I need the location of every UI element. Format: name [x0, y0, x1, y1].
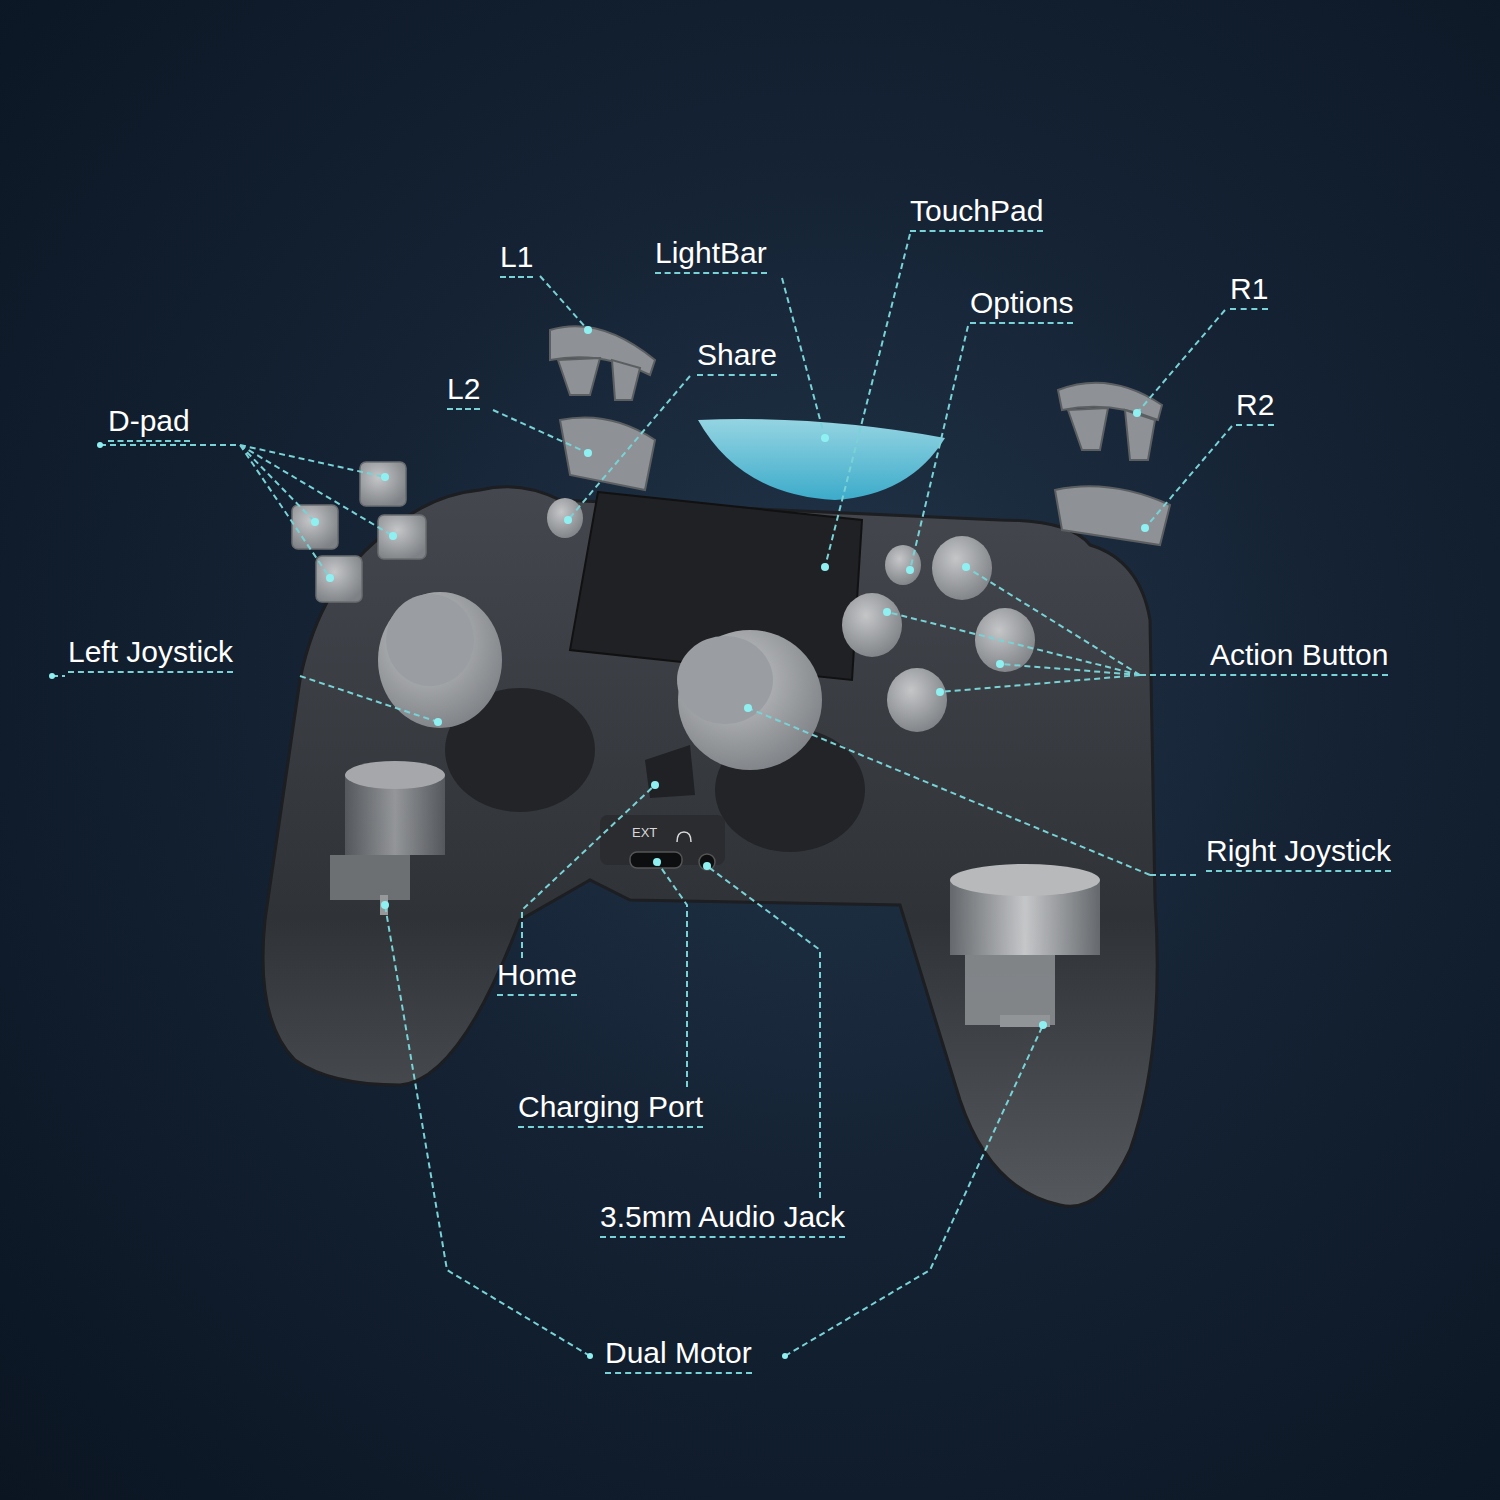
part-label: L1: [500, 240, 533, 278]
right-joystick: [678, 630, 822, 770]
part-label: R1: [1230, 272, 1268, 310]
shoulder-buttons: [550, 326, 1170, 545]
options-button: [885, 545, 921, 585]
part-label: 3.5mm Audio Jack: [600, 1200, 845, 1238]
left-joystick-top: [386, 594, 474, 686]
share-button: [547, 498, 583, 538]
port-marking: EXT: [632, 826, 657, 840]
part-label: L2: [447, 372, 480, 410]
part-label: Dual Motor: [605, 1336, 752, 1374]
right-joystick-top: [677, 636, 773, 724]
headphone-icon: [677, 832, 691, 842]
part-label: Action Button: [1210, 638, 1388, 676]
part-label: TouchPad: [910, 194, 1043, 232]
part-label: D-pad: [108, 404, 190, 442]
part-label: Right Joystick: [1206, 834, 1391, 872]
motor: [330, 761, 445, 915]
action-buttons: [842, 536, 1035, 732]
lightbar: [698, 419, 945, 500]
controller-body: [263, 487, 1157, 1207]
leader-dots: [49, 326, 1149, 1359]
home-button: [645, 745, 695, 798]
part-label: Options: [970, 286, 1073, 324]
part-label: Home: [497, 958, 577, 996]
motor: [950, 864, 1100, 1027]
part-label: R2: [1236, 388, 1274, 426]
d-pad: [292, 462, 426, 602]
part-label: LightBar: [655, 236, 767, 274]
charging-port: [630, 852, 682, 868]
leader-lines: [52, 234, 1232, 1356]
part-label: Share: [697, 338, 777, 376]
audio-jack: [699, 854, 715, 870]
part-label: Charging Port: [518, 1090, 703, 1128]
part-label: Left Joystick: [68, 635, 233, 673]
